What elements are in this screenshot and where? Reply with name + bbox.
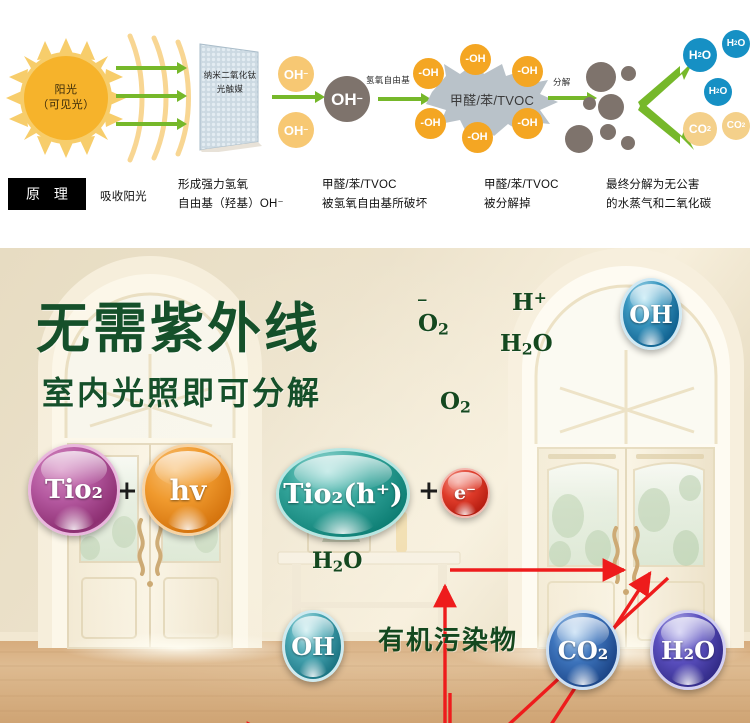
particle-4 [583,97,596,110]
oh-bubble-3-text: -OH [517,65,538,77]
oh-minus-bubble-top: OH− [278,56,314,92]
orb-hv-text: hv [169,473,207,507]
oh-bubble-1: -OH [413,58,444,89]
oh-bubble-6: -OH [512,108,543,139]
oh-bubble-4: -OH [415,108,446,139]
arrow-oh-to-pollutant [378,93,431,105]
page-subheadline: 室内光照即可分解 [42,374,323,412]
indoor-light-decomposition-banner: 无需紫外线 室内光照即可分解 ‾ O2 H+ H2O O2 H2O 有机污染物 … [0,248,750,723]
product-arrows [638,60,694,150]
formula-o2: O2 [440,388,471,417]
arrow-to-particles [548,92,597,104]
plus-sign-2: + [418,476,440,506]
orb-tio2: Tio₂ [28,444,120,536]
orb-oh-top-text: OH [629,299,673,329]
oh-bubble-5: -OH [462,122,493,153]
oh-bubble-4-text: -OH [420,117,441,129]
plus-sign-1: + [116,476,138,506]
caption-step-4-line1: 甲醛/苯/TVOC [484,179,559,191]
oh-minus-bubble-top-text: OH [283,66,304,82]
caption-step-2: 形成强力氢氧 自由基（羟基）OH⁻ [178,176,284,213]
orb-hv: hv [142,444,234,536]
pollutant-blob-label: 甲醛/苯/TVOC [449,93,535,108]
formula-h-plus: H+ [512,288,547,317]
particle-3 [598,94,624,120]
particle-5 [600,124,616,140]
principle-badge: 原 理 [8,178,86,210]
sun-label-line1: 阳光 [54,84,78,97]
hydroxyl-radical-text: OH [331,89,357,109]
caption-step-1: 吸收阳光 [100,188,147,207]
oh-bubble-5-text: -OH [467,131,488,143]
page-headline: 无需紫外线 [36,297,321,360]
caption-step-5-line1: 最终分解为无公害 [606,179,700,191]
orb-h2o-text: H₂O [660,635,716,665]
particle-7 [621,136,635,150]
particle-2 [621,66,636,81]
sun-label-line2: （可见光） [37,99,95,111]
orb-tio2-h-plus-text: Tio₂(h⁺) [283,478,403,510]
orb-tio2-h-plus: Tio₂(h⁺) [276,448,410,540]
orb-e-minus: e⁻ [440,468,490,518]
sunlight-graphic: 阳光 （可见光） [6,38,126,158]
oh-bubble-2-text: -OH [465,53,486,65]
caption-step-3-line1: 甲醛/苯/TVOC [322,179,397,191]
light-arrow-1 [116,62,187,74]
particle-6 [565,125,593,153]
oh-minus-bubble-bottom-text: OH [283,122,304,138]
caption-step-1-line1: 吸收阳光 [100,191,147,203]
caption-step-2-line1: 形成强力氢氧 [178,179,249,191]
oh-bubble-6-text: -OH [517,117,538,129]
slab-label-line1: 纳米二氧化钛 [203,70,257,80]
orb-h2o: H₂O [650,610,726,690]
hydroxyl-radical-sphere: OH− [324,76,370,122]
nano-tio2-photocatalyst-panel [199,43,262,152]
caption-step-4: 甲醛/苯/TVOC 被分解掉 [484,176,559,213]
oh-bubble-1-text: -OH [418,67,439,79]
caption-step-3: 甲醛/苯/TVOC 被氢氧自由基所破坏 [322,176,427,213]
oh-bubble-2: -OH [460,44,491,75]
formula-h2o-left: H2O [312,548,363,576]
caption-step-3-line2: 被氢氧自由基所破坏 [322,197,428,210]
orb-oh-top: OH [620,278,682,350]
formula-o2-minus: ‾ O2 [418,297,449,339]
orb-co2-text: CO₂ [557,635,609,665]
slab-label: 纳米二氧化钛 光触媒 [196,68,264,97]
organic-pollutant-label: 有机污染物 [378,626,519,656]
sun-label: 阳光 （可见光） [24,56,108,140]
caption-step-5: 最终分解为无公害 的水蒸气和二氧化碳 [606,176,711,213]
oh-minus-bubble-bottom: OH− [278,112,314,148]
caption-step-4-line2: 被分解掉 [484,197,531,210]
arrow-slab-to-oh [272,91,325,103]
orb-tio2-text: Tio₂ [45,475,103,505]
orb-oh-bottom: OH [282,610,344,682]
particle-1 [586,62,616,92]
hydroxyl-radical-label: 氢氧自由基 [366,75,411,85]
light-arrow-3 [116,118,187,130]
decompose-label: 分解 [553,77,571,87]
slab-label-line2: 光触媒 [216,84,244,95]
light-wave-arcs [127,33,191,163]
caption-step-5-line2: 的水蒸气和二氧化碳 [606,197,712,210]
orb-oh-bottom-text: OH [291,631,335,661]
oh-bubble-3: -OH [512,56,543,87]
light-arrow-2 [116,90,187,102]
orb-co2: CO₂ [546,610,620,690]
caption-step-2-line2: 自由基（羟基）OH⁻ [178,197,284,210]
photocatalysis-principle-diagram: 阳光 （可见光） 纳米二氧化钛 光触媒 OH− OH− [0,0,750,248]
orb-e-minus-text: e⁻ [453,482,477,504]
formula-h2o-top: H2O [500,330,553,359]
